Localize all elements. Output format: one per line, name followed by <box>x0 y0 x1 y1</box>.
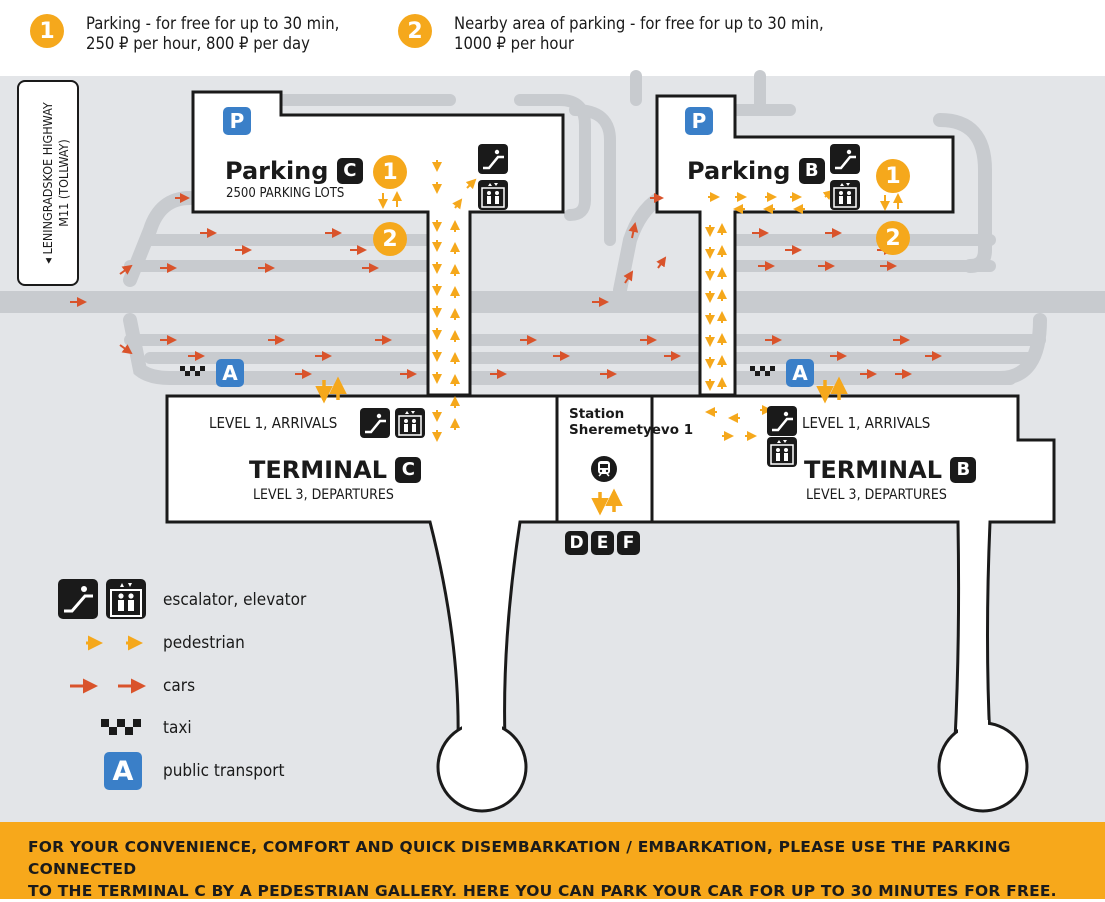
taxi-icons <box>101 366 775 735</box>
legend-item-1: 1 Parking - for free for up to 30 min, 2… <box>30 14 339 54</box>
highway-sign: ◂ LENINGRADSKOE HIGHWAY M11 (TOLLWAY) <box>17 80 79 286</box>
terminal-c-departures: LEVEL 3, DEPARTURES <box>253 487 394 503</box>
parking-c-number-1: 1 <box>373 155 407 189</box>
terminal-c-title: TERMINAL C <box>249 456 422 484</box>
terminal-c-arrivals: LEVEL 1, ARRIVALS <box>209 414 338 432</box>
escalator-icon <box>830 144 860 178</box>
legend-item-1-text: Parking - for free for up to 30 min, 250… <box>86 14 340 53</box>
terminal-c-letter: C <box>395 457 422 483</box>
pedestrian-arrows <box>378 160 903 442</box>
escalator-icon <box>767 406 797 440</box>
exit-arrows <box>315 376 848 516</box>
number-1-badge: 1 <box>30 14 64 48</box>
legend-pedestrian-text: pedestrian <box>163 633 245 653</box>
parking-b-p-badge: P <box>685 107 713 135</box>
elevator-icon <box>478 180 508 214</box>
parking-c-number-2: 2 <box>373 222 407 256</box>
terminal-b-departures: LEVEL 3, DEPARTURES <box>806 487 947 503</box>
legend-escalator-icon <box>58 579 98 623</box>
highway-label: ◂ LENINGRADSKOE HIGHWAY M11 (TOLLWAY) <box>40 102 71 264</box>
parking-b-title: Parking B <box>687 157 825 185</box>
bottom-banner: FOR YOUR CONVENIENCE, COMFORT AND QUICK … <box>0 822 1105 900</box>
parking-b-number-1: 1 <box>876 159 910 193</box>
legend-public-text: public transport <box>163 761 285 781</box>
car-arrows <box>70 193 942 379</box>
parking-c-building <box>191 90 565 397</box>
roads <box>0 70 1105 385</box>
station-name: Station Sheremetyevo 1 <box>569 406 694 438</box>
parking-c-p-badge: P <box>223 107 251 135</box>
legend-arrows <box>70 635 146 694</box>
gate-e: E <box>591 531 614 555</box>
bottom-message: FOR YOUR CONVENIENCE, COMFORT AND QUICK … <box>28 838 1057 900</box>
station-gates: D E F <box>565 531 640 555</box>
public-transport-badge-b: A <box>786 359 814 387</box>
public-transport-badge-c: A <box>216 359 244 387</box>
legend-taxi-text: taxi <box>163 718 192 738</box>
escalator-icon <box>478 144 508 178</box>
legend-cars-text: cars <box>163 676 196 696</box>
parking-c-title: Parking C <box>225 157 363 185</box>
terminal-b-arrivals: LEVEL 1, ARRIVALS <box>802 414 931 432</box>
elevator-icon <box>767 437 797 471</box>
parking-b-letter: B <box>798 158 825 184</box>
escalator-icon <box>360 408 390 442</box>
parking-c-letter: C <box>336 158 363 184</box>
elevator-icon <box>395 408 425 442</box>
legend-item-2: 2 Nearby area of parking - for free for … <box>398 14 824 54</box>
legend-item-2-text: Nearby area of parking - for free for up… <box>454 14 824 53</box>
train-icon <box>590 455 618 487</box>
legend-elevator-icon <box>106 579 146 623</box>
gate-f: F <box>617 531 640 555</box>
gate-d: D <box>565 531 588 555</box>
number-2-badge: 2 <box>398 14 432 48</box>
legend-escalator-text: escalator, elevator <box>163 590 307 610</box>
parking-c-subtitle: 2500 PARKING LOTS <box>226 186 345 201</box>
arrow-left-icon: ◂ <box>40 254 55 264</box>
elevator-icon <box>830 180 860 214</box>
terminal-b-letter: B <box>950 457 977 483</box>
parking-b-number-2: 2 <box>876 221 910 255</box>
top-legend: 1 Parking - for free for up to 30 min, 2… <box>0 0 1105 76</box>
terminal-b-title: TERMINAL B <box>804 456 977 484</box>
legend-public-transport-badge: A <box>104 752 142 790</box>
